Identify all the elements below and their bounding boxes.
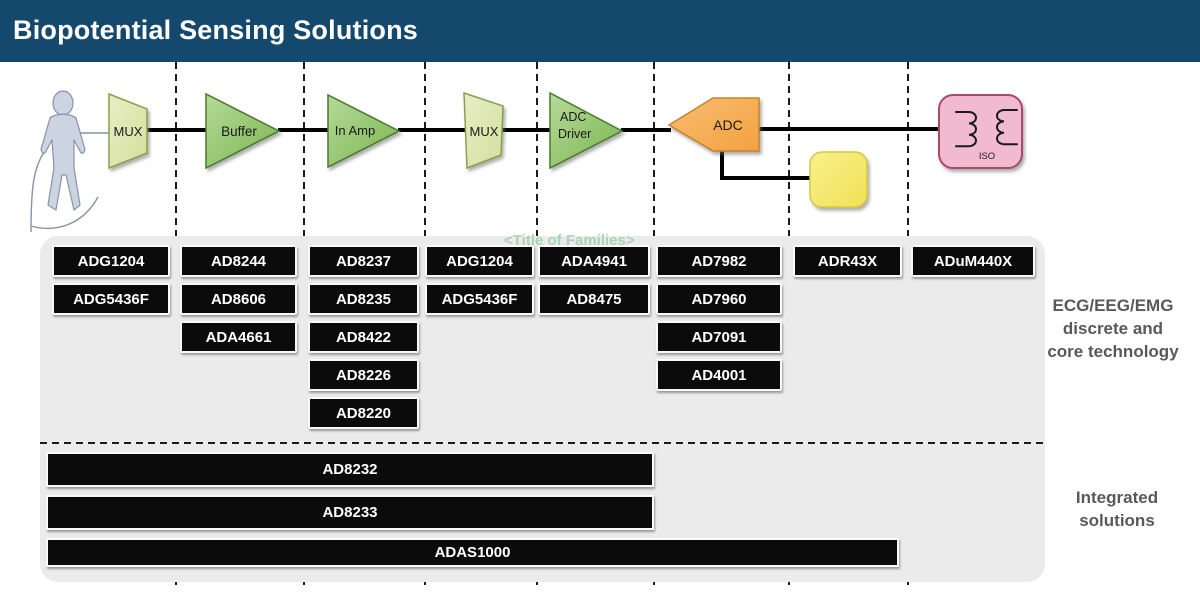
watermark: <Title of Families> xyxy=(504,232,635,249)
part-chip: AD8244 xyxy=(180,245,297,277)
buffer-label: Buffer xyxy=(221,124,257,139)
part-chip: AD7960 xyxy=(656,283,782,315)
mux-block: MUX xyxy=(108,92,148,170)
part-chip: AD8220 xyxy=(308,397,419,429)
integrated-bar: AD8233 xyxy=(46,495,654,530)
part-chip: AD8235 xyxy=(308,283,419,315)
adc-block: ADC xyxy=(667,97,760,152)
part-chip: ADuM440X xyxy=(911,245,1035,277)
part-chip: AD8606 xyxy=(180,283,297,315)
part-chip: ADR43X xyxy=(793,245,902,277)
part-chip: AD7982 xyxy=(656,245,782,277)
part-chip: ADA4661 xyxy=(180,321,297,353)
adc-driver-label-1: ADC xyxy=(560,110,586,124)
part-chip: AD8475 xyxy=(538,283,650,315)
signal-chain: MUX Buffer In Amp MUX ADC Driver ADC xyxy=(30,90,1023,233)
part-chip: AD7091 xyxy=(656,321,782,353)
chain-wires xyxy=(147,127,940,180)
integrated-bar: AD8232 xyxy=(46,452,654,487)
iso-label: ISO xyxy=(979,151,995,162)
part-chip: AD8226 xyxy=(308,359,419,391)
integrated-bar: ADAS1000 xyxy=(46,538,899,567)
human-body xyxy=(40,113,86,211)
title-bar: Biopotential Sensing Solutions xyxy=(0,0,1200,62)
adc-driver-label-2: Driver xyxy=(558,127,591,141)
transformer-icon xyxy=(955,109,1018,148)
part-chip: ADA4941 xyxy=(538,245,650,277)
cable-curve xyxy=(30,196,99,230)
mux2-block: MUX xyxy=(463,91,504,170)
part-chip: ADG1204 xyxy=(52,245,170,277)
reference-block xyxy=(809,151,868,208)
adc-driver-block: ADC Driver xyxy=(549,91,624,170)
part-chip: ADG1204 xyxy=(425,245,534,277)
section-divider xyxy=(40,442,1045,444)
in-amp-block: In Amp xyxy=(327,93,401,169)
part-chip: AD8237 xyxy=(308,245,419,277)
part-chip: AD4001 xyxy=(656,359,782,391)
part-chip: ADG5436F xyxy=(52,283,170,315)
mux-label: MUX xyxy=(114,124,143,139)
iso-block: ISO xyxy=(938,94,1023,169)
human-figure xyxy=(30,90,109,233)
part-chip: ADG5436F xyxy=(425,283,534,315)
cable-line xyxy=(30,151,45,233)
part-chip: AD8422 xyxy=(308,321,419,353)
mux2-label: MUX xyxy=(470,124,499,139)
page-title: Biopotential Sensing Solutions xyxy=(13,15,419,45)
buffer-block: Buffer xyxy=(205,92,281,170)
integrated-section-label: Integrated solutions xyxy=(1075,488,1159,530)
in-amp-label: In Amp xyxy=(335,123,375,138)
human-head xyxy=(52,90,74,116)
discrete-section-label: ECG/EEG/EMG discrete and core technology xyxy=(1047,296,1179,361)
adc-label: ADC xyxy=(713,117,743,133)
